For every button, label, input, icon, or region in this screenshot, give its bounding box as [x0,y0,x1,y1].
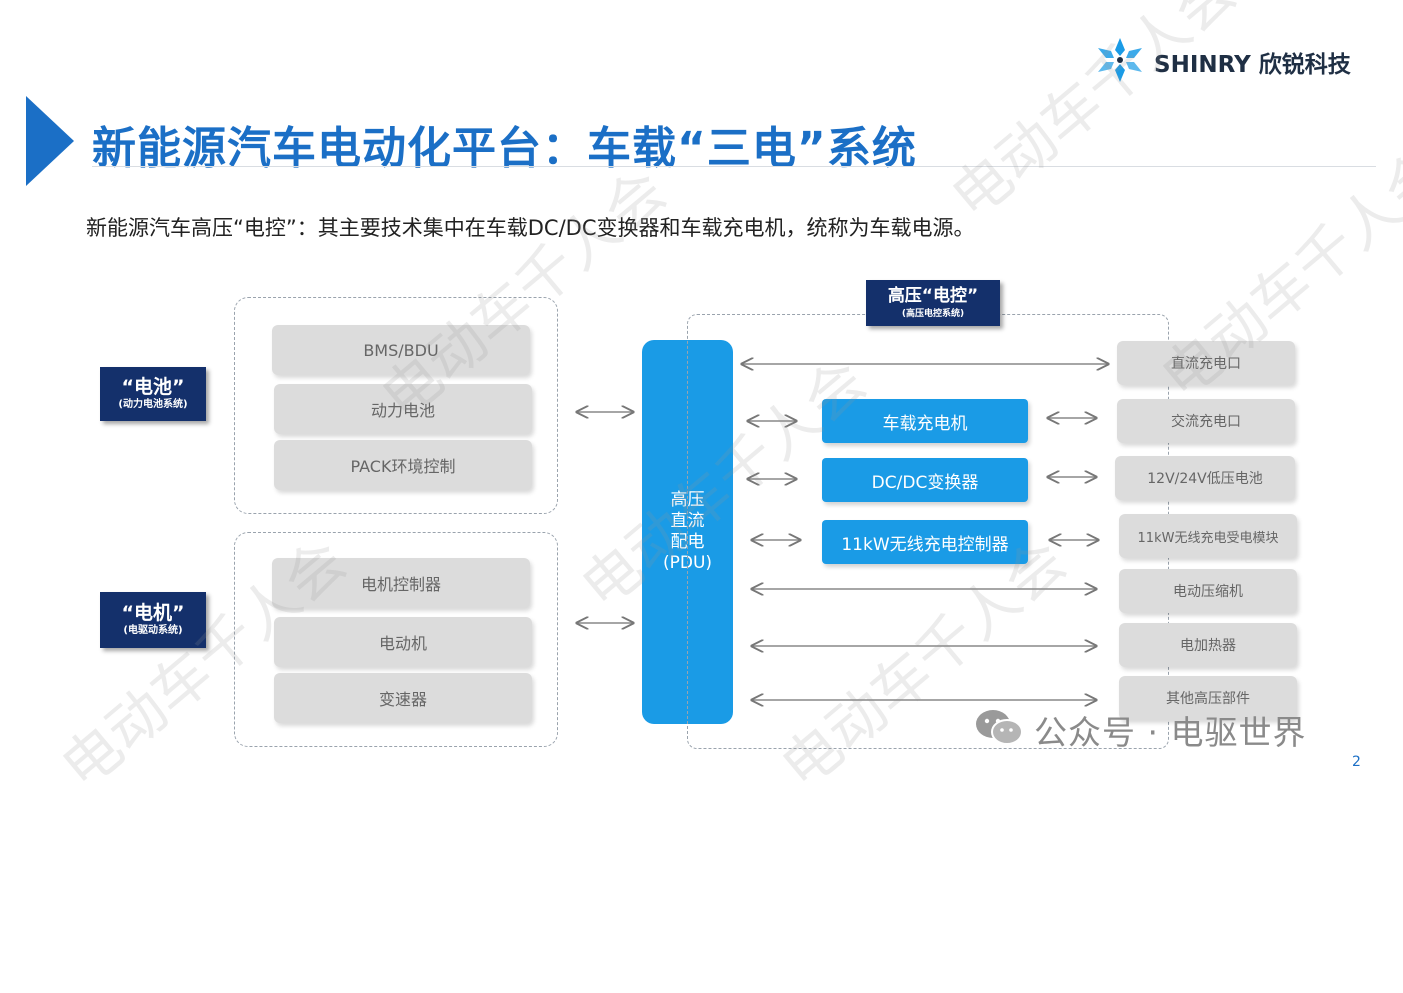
motor-item: 变速器 [274,673,532,723]
motor-group-frame [234,532,558,747]
onboard-charger-box: 车载充电机 [822,399,1028,443]
right-component: 其他高压部件 [1119,676,1297,720]
right-component: 直流充电口 [1117,341,1295,385]
page-title: 新能源汽车电动化平台：车载“三电”系统 [92,123,917,174]
wireless-charge-controller-box: 11kW无线充电控制器 [822,520,1028,564]
right-component: 11kW无线充电受电模块 [1119,514,1297,558]
motor-tag: “电机” (电驱动系统) [100,592,206,648]
battery-item: BMS/BDU [272,325,530,375]
wechat-icon [974,708,1024,752]
battery-tag-title: “电池” [121,376,185,398]
battery-tag-subtitle: (动力电池系统) [118,399,188,410]
title-arrow-shape [26,96,74,186]
control-tag: 高压“电控” (高压电控系统) [866,280,1000,326]
right-component: 交流充电口 [1117,399,1295,443]
battery-item: 动力电池 [274,384,532,434]
title-divider [92,166,1376,167]
right-component: 12V/24V低压电池 [1115,456,1295,500]
page-number: 2 [1352,754,1361,770]
motor-tag-title: “电机” [121,602,185,624]
right-component: 电动压缩机 [1119,569,1297,613]
control-tag-subtitle: (高压电控系统) [901,309,965,319]
motor-item: 电动机 [274,617,532,667]
subtitle-text: 新能源汽车高压“电控”：其主要技术集中在车载DC/DC变换器和车载充电机，统称为… [86,216,975,240]
motor-tag-subtitle: (电驱动系统) [123,625,183,636]
battery-item: PACK环境控制 [274,440,532,490]
battery-tag: “电池” (动力电池系统) [100,367,206,421]
company-logo: SHINRY 欣锐科技 [1094,38,1351,86]
dcdc-converter-box: DC/DC变换器 [822,458,1028,502]
control-tag-title: 高压“电控” [887,286,979,306]
right-component: 电加热器 [1119,623,1297,667]
snowflake-icon [1094,36,1146,88]
wechat-watermark: 公众号 · 电驱世界 [974,706,1306,754]
battery-group-frame [234,297,558,514]
logo-text: SHINRY 欣锐科技 [1154,52,1351,78]
motor-item: 电机控制器 [272,558,530,608]
wechat-text: 公众号 · 电驱世界 [1034,713,1307,752]
